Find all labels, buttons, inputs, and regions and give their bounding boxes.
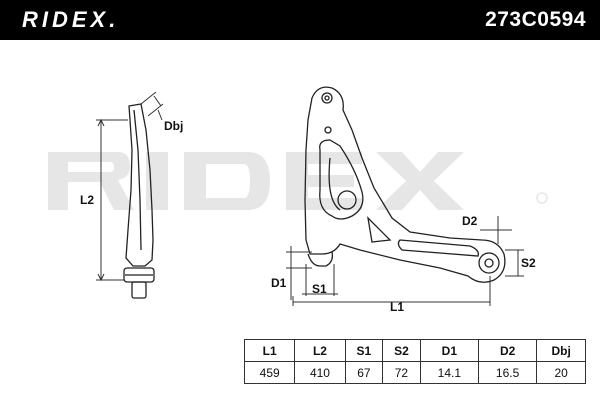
specs-value-s2: 72: [382, 361, 421, 384]
arm-side-view: [123, 103, 155, 299]
dbj-label: Dbj: [164, 119, 184, 133]
l1-dimension: [292, 276, 491, 306]
specs-header-row: L1 L2 S1 S2 D1 D2 Dbj: [243, 339, 586, 362]
arm-top-view: [304, 86, 506, 283]
brand-logo: RIDEX.: [22, 7, 120, 32]
specs-header-s2: S2: [382, 339, 421, 362]
s1-label: S1: [312, 282, 327, 296]
header-bar: RIDEX. 273C0594: [0, 0, 600, 40]
specs-value-d1: 14.1: [419, 361, 479, 384]
specs-value-row: 459 410 67 72 14.1 16.5 20: [243, 361, 586, 384]
specs-header-d2: D2: [477, 339, 538, 362]
l2-dimension: [96, 118, 128, 282]
specs-value-l2: 410: [294, 361, 346, 384]
part-number: 273C0594: [485, 8, 586, 31]
s2-dimension: [505, 249, 524, 277]
specs-header-d1: D1: [419, 339, 479, 362]
d1-label: D1: [271, 276, 287, 290]
l1-label: L1: [390, 300, 405, 314]
specs-header-l2: L2: [294, 339, 346, 362]
l2-label: L2: [80, 193, 95, 207]
specs-header-dbj: Dbj: [536, 339, 586, 362]
specs-header-s1: S1: [344, 339, 384, 362]
specs-value-d2: 16.5: [477, 361, 538, 384]
d2-dimension: [480, 216, 512, 244]
specs-table: L1 L2 S1 S2 D1 D2 Dbj 459 410 67 72 14.1…: [243, 339, 586, 384]
dbj-dimension: [140, 91, 164, 121]
specs-value-s1: 67: [344, 361, 384, 384]
s2-label: S2: [521, 256, 536, 270]
control-arm-diagram: [96, 86, 524, 306]
d1-dimension: [286, 246, 312, 300]
specs-value-l1: 459: [243, 361, 296, 384]
specs-value-dbj: 20: [536, 361, 586, 384]
d2-label: D2: [462, 214, 478, 228]
specs-header-l1: L1: [243, 339, 296, 362]
s1-dimension: [302, 264, 338, 296]
